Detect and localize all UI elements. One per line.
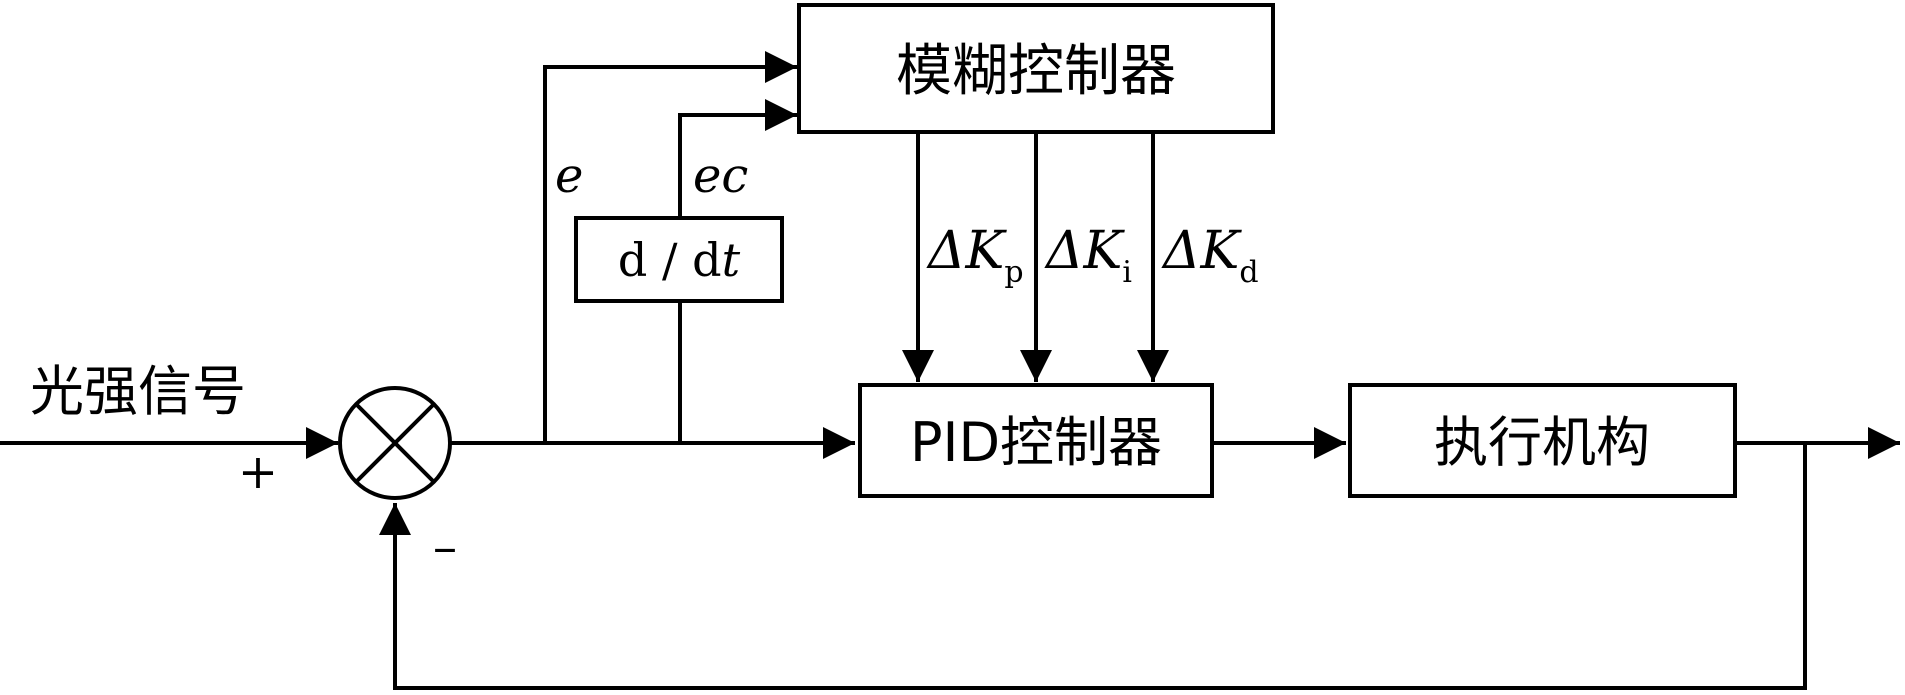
feedback-line (379, 443, 1807, 690)
plus-sign: + (238, 444, 278, 500)
summing-junction (338, 386, 452, 500)
error-label: e (555, 148, 583, 204)
actuator-label: 执行机构 (1434, 411, 1650, 474)
minus-sign: – (433, 519, 457, 575)
derivative-block (574, 216, 784, 303)
delta-kd-label: ΔKd (1161, 221, 1259, 290)
fuzzy-controller-label: 模糊控制器 (896, 39, 1176, 104)
error-change-line (678, 99, 797, 218)
delta-ki-label: ΔKi (1044, 221, 1132, 290)
error-branch-line (543, 51, 797, 443)
pid-controller-label: PID控制器 (910, 411, 1162, 474)
delta-kp-label: ΔKp (926, 221, 1024, 290)
pid-controller-block (858, 383, 1214, 498)
derivative-block-label: d / dt (618, 233, 741, 287)
input-signal-label: 光强信号 (30, 360, 246, 423)
fuzzy-controller-block (797, 3, 1275, 134)
error-change-label: ec (693, 148, 748, 204)
actuator-block (1348, 383, 1737, 498)
